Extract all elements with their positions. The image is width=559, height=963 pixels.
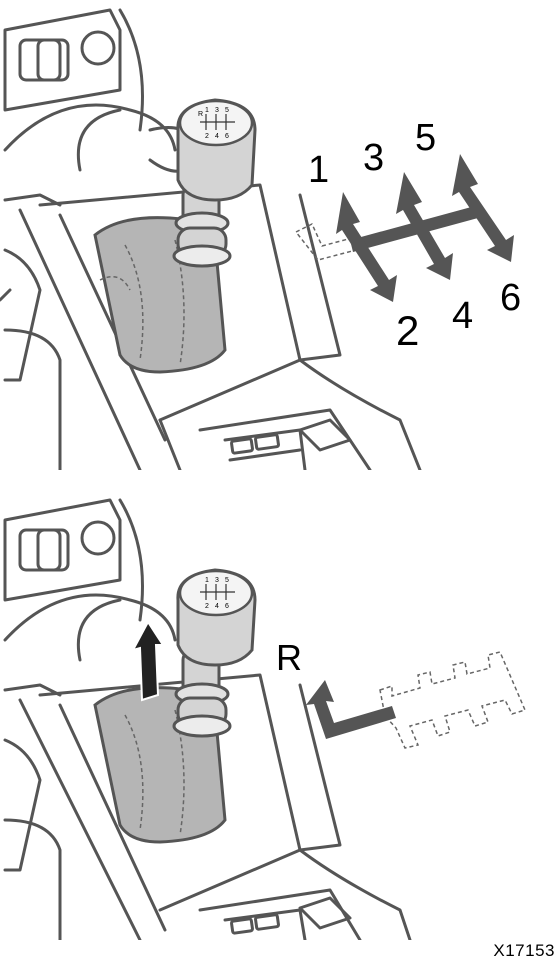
reverse-arrow: [306, 680, 396, 739]
lift-up-arrow-icon: [131, 620, 165, 702]
shift-knob-bottom: 1 3 5 2 4 6: [176, 568, 257, 667]
reverse-label: R: [276, 637, 302, 678]
knob-label-r: R: [198, 111, 203, 118]
console-outline: [0, 8, 422, 470]
knob-b-label-6: 6: [225, 603, 229, 610]
knob-label-6: 6: [225, 133, 229, 140]
gear-arrow-5-6: [452, 154, 514, 262]
knob-b-label-3: 3: [215, 577, 219, 584]
knob-label-2: 2: [205, 133, 209, 140]
knob-b-label-5: 5: [225, 577, 229, 584]
knob-b-label-1: 1: [205, 577, 209, 584]
knob-label-5: 5: [225, 107, 229, 114]
bottom-illustration: 1 3 5 2 4 6 R: [3, 498, 527, 940]
knob-label-4: 4: [215, 133, 219, 140]
boot-stitching: [99, 239, 185, 366]
shift-pattern-diagram: 1 3 5 2 4 6: [294, 117, 521, 354]
figure-id: X17153: [493, 941, 555, 960]
neutral-gate-dashed: [379, 651, 527, 749]
knob-label-1: 1: [205, 107, 209, 114]
shift-knob: R 1 3 5 2 4 6: [176, 98, 257, 202]
gear-label-1: 1: [308, 149, 329, 191]
reverse-pattern-diagram: R: [276, 637, 527, 749]
console-outline-bottom: [3, 498, 412, 940]
knob-b-label-4: 4: [215, 603, 219, 610]
knob-b-label-2: 2: [205, 603, 209, 610]
gear-label-2: 2: [396, 307, 419, 354]
gear-label-6: 6: [500, 277, 521, 319]
gear-label-3: 3: [363, 137, 384, 179]
gear-arrow-3-4: [396, 172, 453, 280]
top-illustration: R 1 3 5 2 4 6 1 3 5 2 4 6: [0, 8, 521, 470]
knob-label-3: 3: [215, 107, 219, 114]
gear-label-5: 5: [415, 117, 436, 159]
gear-arrow-1-2: [336, 192, 397, 302]
gear-label-4: 4: [452, 295, 473, 337]
shift-pattern-panel-bottom: 1 3 5 2 4 6 R: [0, 490, 559, 940]
shift-pattern-panel-top: R 1 3 5 2 4 6 1 3 5 2 4 6: [0, 0, 559, 470]
